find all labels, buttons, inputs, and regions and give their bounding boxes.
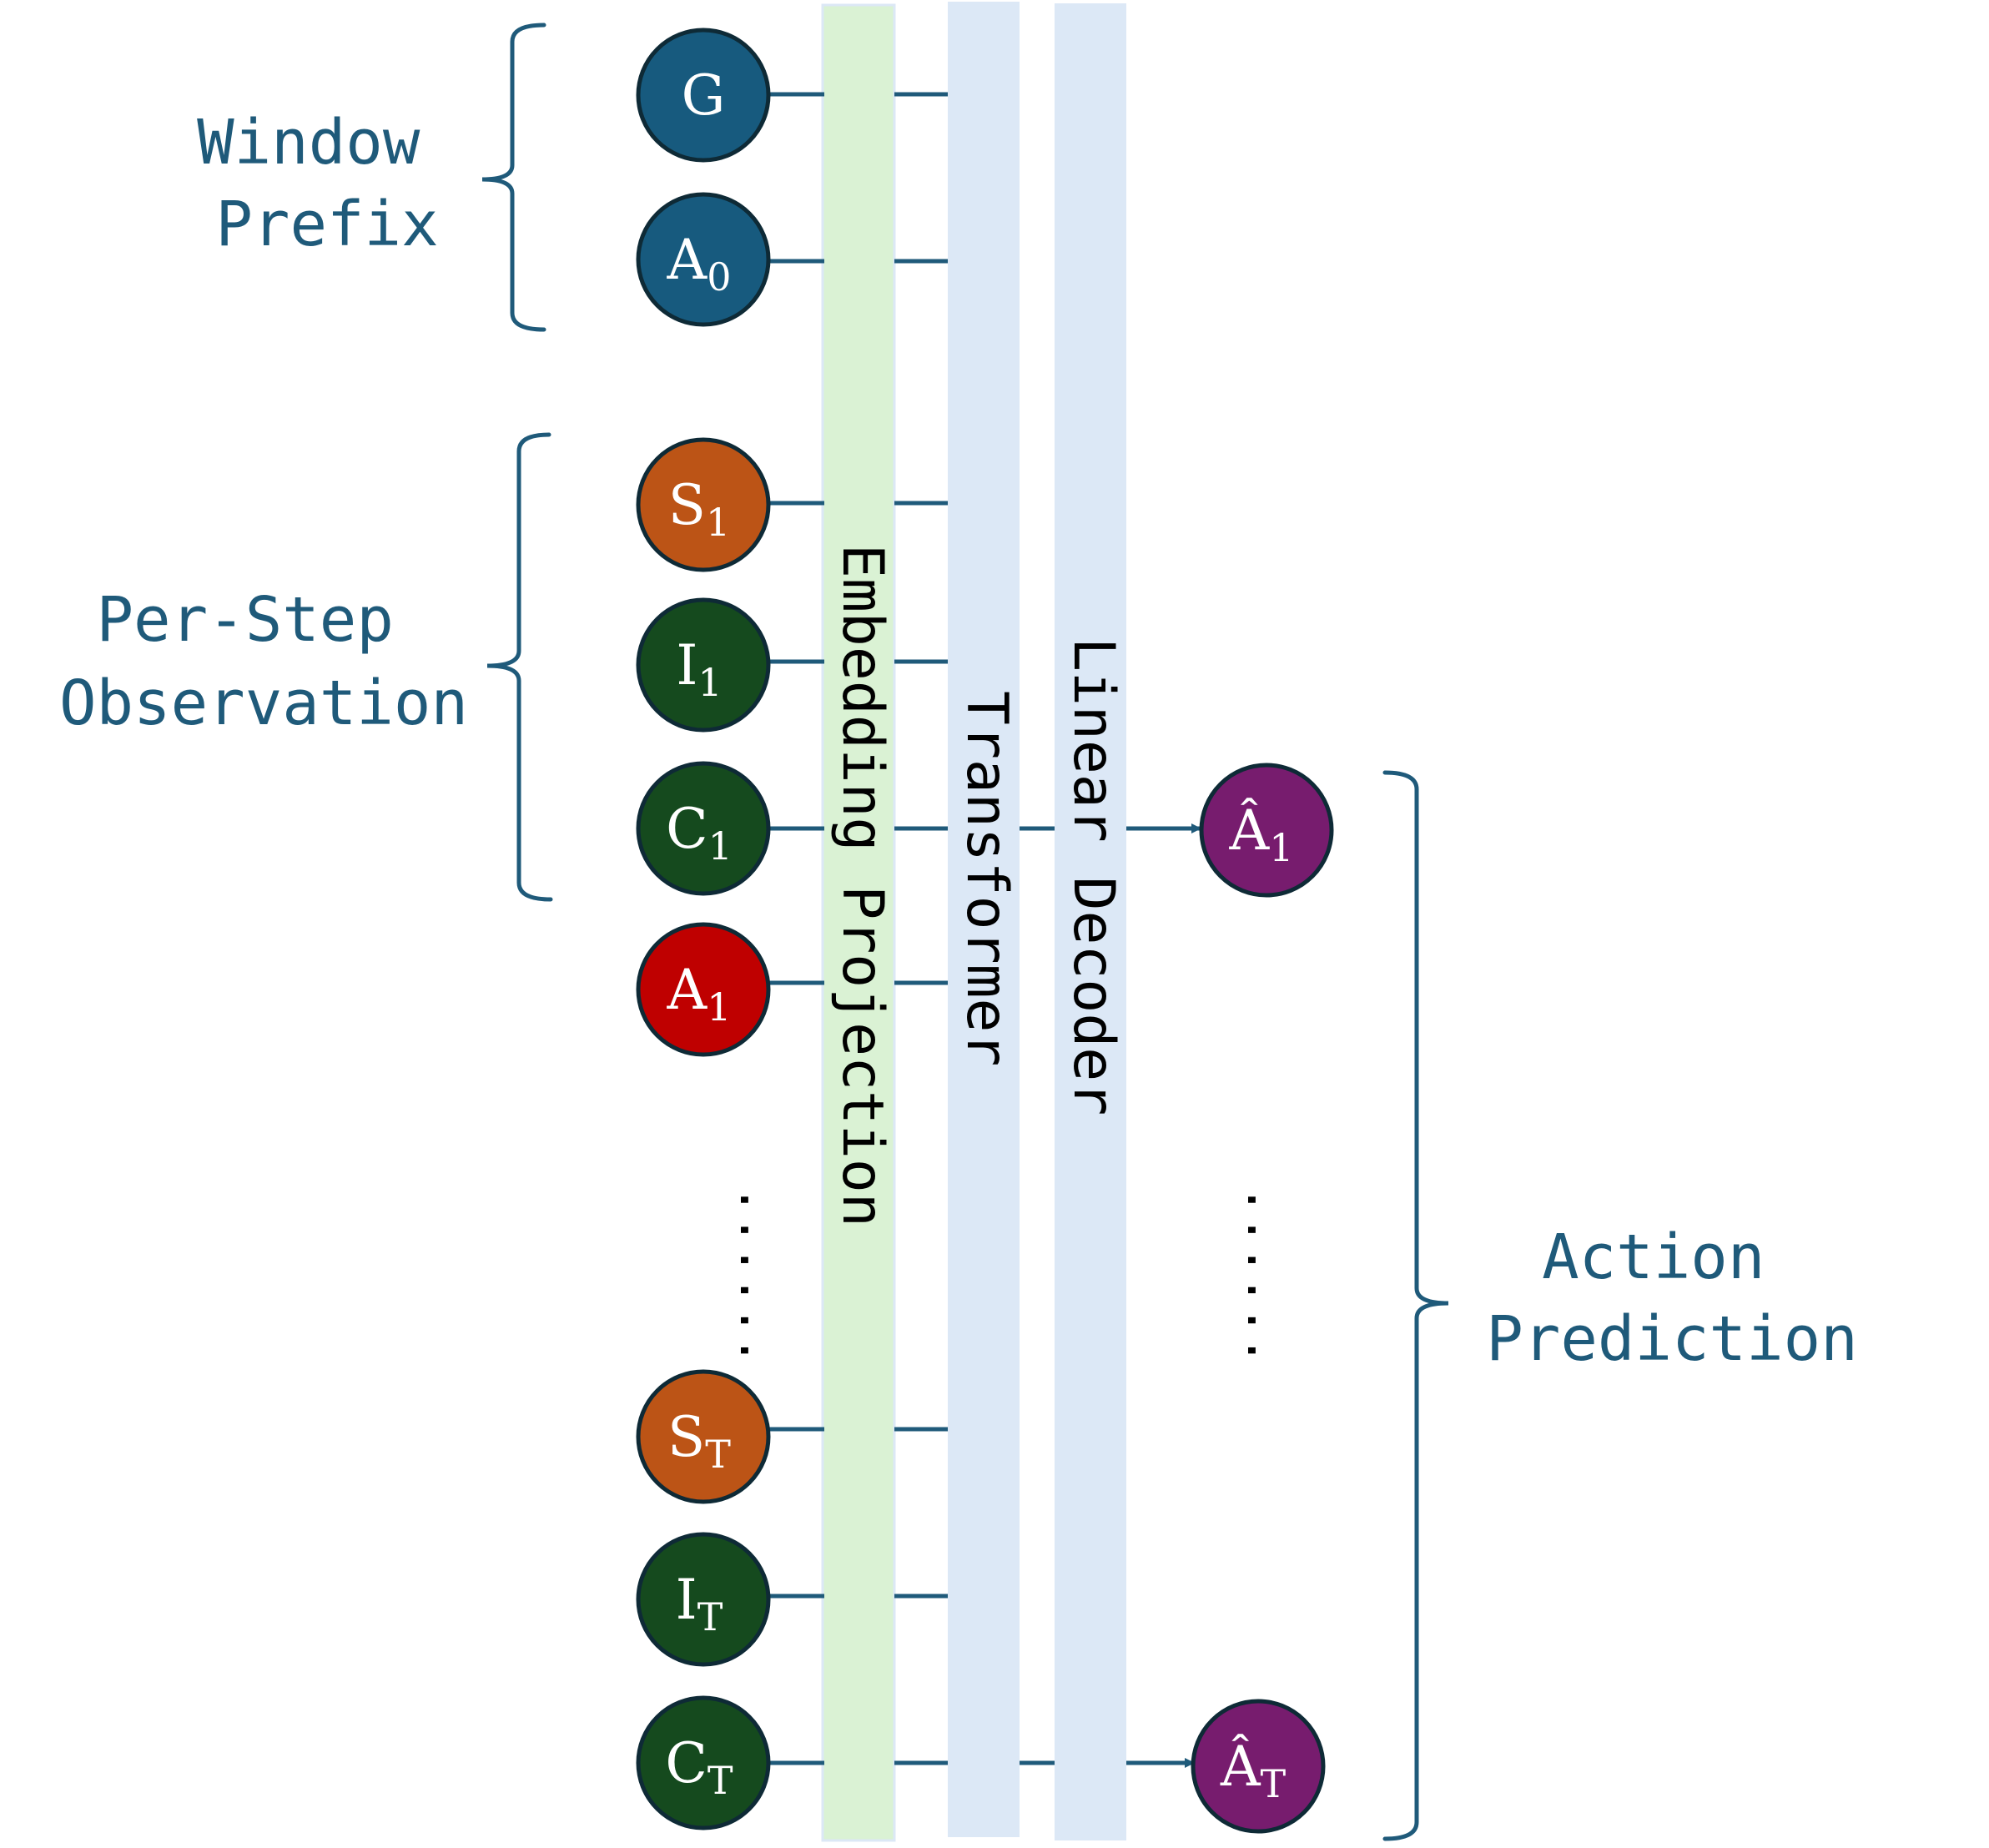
node-s1-sub: 1: [706, 500, 730, 545]
embedding-label: Embedding Projection: [829, 544, 895, 1227]
per-step-line1: Per-Step: [97, 584, 394, 656]
node-a0-sub: 0: [707, 254, 731, 300]
group-labels: Window Prefix Per-Step Observation Actio…: [59, 107, 1858, 1375]
svg-text:IT: IT: [676, 1568, 723, 1639]
node-i1-letter: I: [676, 633, 697, 697]
per-step-line2: Observation: [59, 667, 468, 739]
svg-text:I1: I1: [676, 633, 722, 705]
layer-bars: [821, 2, 1126, 1842]
input-nodes: G A0 S1 I1 C1: [636, 28, 771, 1830]
output-ellipsis: ......: [1236, 1185, 1294, 1366]
node-it-letter: I: [676, 1568, 697, 1632]
node-a1: A1: [636, 922, 771, 1057]
per-step-label: Per-Step Observation: [59, 584, 468, 739]
svg-text:A0: A0: [667, 228, 732, 300]
node-s1-letter: S: [668, 473, 706, 537]
svg-text:C1: C1: [666, 797, 733, 869]
node-a1-sub: 1: [707, 984, 731, 1030]
node-c1-sub: 1: [708, 823, 733, 869]
node-s1: S1: [636, 437, 771, 572]
window-prefix-line1: Window: [197, 107, 420, 179]
node-ahat1-letter: Â: [1229, 798, 1271, 863]
node-ct-circle: [636, 1695, 771, 1830]
node-ahatt: ÂT: [1191, 1699, 1326, 1834]
node-i1: I1: [636, 597, 771, 733]
transformer-bar: [948, 2, 1020, 1837]
window-prefix-line2: Prefix: [215, 189, 438, 260]
window-prefix-label: Window Prefix: [197, 107, 457, 260]
window-prefix-bracket: [481, 23, 546, 332]
decoder-label: Linear Decoder: [1060, 637, 1126, 1115]
node-i1-circle: [636, 597, 771, 733]
node-c1-letter: C: [666, 797, 708, 861]
node-ahatt-letter: Â: [1220, 1735, 1261, 1799]
output-nodes: Â1 ÂT: [1191, 763, 1334, 1834]
svg-text:S1: S1: [668, 473, 731, 545]
node-it-sub: T: [697, 1594, 723, 1639]
svg-text:A1: A1: [667, 958, 732, 1030]
node-ct-letter: C: [665, 1731, 707, 1795]
node-ahatt-circle: [1191, 1699, 1326, 1834]
node-a0-circle: [636, 192, 771, 327]
decoder-bar: [1055, 3, 1126, 1840]
node-g-circle: [636, 28, 771, 163]
svg-text:G: G: [682, 63, 726, 128]
node-ahat1-sub: 1: [1269, 825, 1293, 870]
node-ahatt-sub: T: [1260, 1761, 1286, 1806]
node-s1-circle: [636, 437, 771, 572]
node-a1-letter: A: [667, 958, 708, 1022]
brackets: [481, 23, 1449, 1841]
node-ahat1-circle: [1199, 763, 1334, 898]
node-g-letter: G: [682, 63, 726, 128]
svg-text:ÂT: ÂT: [1220, 1735, 1287, 1806]
node-ahat1: Â1: [1199, 763, 1334, 898]
node-g: G: [636, 28, 771, 163]
embedding-bar: [821, 3, 896, 1842]
action-prediction-label: Action Prediction: [1486, 1221, 1858, 1375]
node-c1: C1: [636, 761, 771, 896]
node-ct: CT: [636, 1695, 771, 1830]
node-c1-circle: [636, 761, 771, 896]
node-a0-letter: A: [667, 228, 708, 292]
node-i1-sub: 1: [697, 660, 722, 705]
node-a0: A0: [636, 192, 771, 327]
node-st-circle: [636, 1369, 771, 1504]
node-st: ST: [636, 1369, 771, 1504]
action-prediction-bracket: [1382, 770, 1449, 1841]
per-step-bracket: [486, 432, 553, 902]
node-it-circle: [636, 1532, 771, 1667]
node-a1-circle: [636, 922, 771, 1057]
node-st-letter: S: [667, 1405, 705, 1469]
node-it: IT: [636, 1532, 771, 1667]
input-ellipsis: ......: [728, 1185, 787, 1366]
transformer-label: Transformer: [954, 691, 1020, 1066]
svg-text:ST: ST: [667, 1405, 731, 1477]
svg-text:CT: CT: [665, 1731, 733, 1803]
node-ct-sub: T: [707, 1758, 733, 1803]
connectors: [769, 92, 1201, 1768]
action-prediction-line2: Prediction: [1486, 1303, 1858, 1375]
action-prediction-line1: Action: [1542, 1221, 1765, 1293]
node-st-sub: T: [705, 1432, 731, 1477]
svg-text:Â1: Â1: [1229, 798, 1294, 870]
